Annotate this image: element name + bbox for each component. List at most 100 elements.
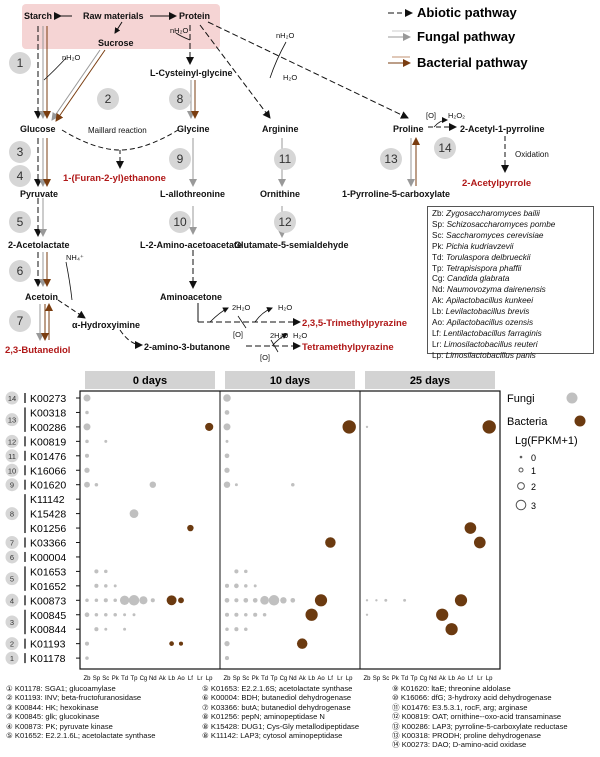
species-Lf: Lf: Lentilactobacillus farraginis	[432, 329, 589, 340]
dot-25-days-Lf-K01256	[464, 522, 477, 534]
species-abbrev: Sc:	[432, 230, 447, 240]
species-name: Limosilactobacillus panis	[445, 350, 536, 360]
x-label-0-Lp: Lp	[206, 676, 213, 682]
x-label-1-Sp: Sp	[233, 676, 241, 682]
step-marker-label-6: 6	[10, 553, 14, 562]
species-name: Candida glabrata	[447, 274, 510, 284]
dot-0-days-Tp-K00845	[132, 613, 136, 617]
x-label-1-Nd: Nd	[289, 676, 297, 682]
step-2-label: 2	[105, 92, 112, 106]
step-12-label: 12	[278, 215, 292, 229]
reagent-nh2o-1: nH₂O	[62, 53, 80, 62]
ko-legend-item: ⑪ K01476: E3.5.3.1, rocF, arg; arginase	[392, 702, 528, 712]
ko-legend-item: ⑨ K01620: ltaE; threonine aldolase	[392, 684, 511, 693]
ko-label-K00273: K00273	[30, 393, 66, 405]
dot-10-days-Sp-K00844	[234, 627, 239, 632]
ko-label-K15428: K15428	[30, 509, 66, 521]
ko-legend-item: ⑬ K00318: PRODH; proline dehydrogenase	[392, 731, 542, 741]
compound-acetolactate: 2-Acetolactate	[8, 240, 70, 250]
compound-starch: Starch	[24, 11, 52, 21]
ko-label-K00318: K00318	[30, 407, 66, 419]
dot-0-days-Tp-K15428	[129, 509, 139, 518]
x-label-0-Lb: Lb	[168, 676, 175, 682]
x-label-0-Tp: Tp	[130, 676, 138, 682]
dot-0-days-Lp-K00286	[205, 422, 214, 431]
dot-0-days-Ao-K00873	[178, 597, 184, 604]
step-10: 10	[169, 211, 191, 233]
compound-glutamate-semialdehyde: Glutamate-5-semialdehyde	[234, 240, 349, 250]
x-label-2-Lr: Lr	[477, 676, 482, 682]
dot-0-days-Zb-K00273	[83, 394, 91, 402]
dot-10-days-Zb-K00273	[223, 394, 231, 402]
dot-0-days-Sc-K01652	[104, 584, 108, 588]
dot-0-days-Zb-K00286	[83, 423, 91, 431]
step-marker-6	[5, 550, 19, 564]
dot-0-days-Ao-K01193	[178, 641, 184, 646]
product-butanediol: 2,3-Butanediol	[5, 345, 70, 356]
dot-10-days-Zb-K00286	[223, 423, 231, 431]
legend-bacteria-label: Bacteria	[507, 416, 548, 428]
step-marker-14	[5, 391, 19, 405]
compound-hydroxyimine: α-Hydroxyimine	[72, 320, 140, 330]
x-label-0-Cg: Cg	[140, 676, 148, 682]
step-14-label: 14	[438, 141, 452, 155]
compound-raw-materials: Raw materials	[83, 11, 144, 21]
ko-label-K00819: K00819	[30, 436, 66, 448]
product-acetylpyrrole: 2-Acetylpyrrole	[462, 178, 531, 189]
x-label-2-Td: Td	[401, 676, 408, 682]
step-marker-label-10: 10	[8, 466, 16, 475]
step-9-label: 9	[177, 152, 184, 166]
reagent-o-1: [O]	[426, 111, 436, 120]
compound-labels: Starch Raw materials Protein Sucrose L-C…	[8, 11, 545, 352]
x-label-1-Lr: Lr	[337, 676, 342, 682]
species-abbrev: Td:	[432, 252, 447, 262]
step-marker-9	[5, 478, 19, 492]
dot-0-days-Sc-K00844	[104, 627, 108, 631]
species-abbrev: Nd:	[432, 285, 448, 295]
x-label-2-Nd: Nd	[429, 676, 437, 682]
dot-10-days-Ak-K01193	[296, 638, 308, 649]
dot-10-days-Zb-K00845	[224, 612, 230, 617]
compound-protein: Protein	[179, 11, 210, 21]
ko-label-K11142: K11142	[30, 494, 65, 506]
step-marker-label-1: 1	[10, 654, 14, 663]
x-label-2-Lp: Lp	[486, 676, 493, 682]
legend-size-1	[518, 467, 524, 473]
step-5: 5	[9, 211, 31, 233]
species-Lp: Lp: Limosilactobacillus panis	[432, 351, 589, 362]
species-Zb: Zb: Zygosaccharomyces bailii	[432, 209, 589, 220]
ko-legend-col-2: ⑤ K01653: E2.2.1.6S; acetolactate syntha…	[202, 684, 359, 740]
dot-0-days-Sc-K01653	[104, 569, 108, 574]
species-abbrev: Tp:	[432, 263, 447, 273]
ko-label-K00873: K00873	[30, 595, 66, 607]
dot-0-days-Sp-K01652	[94, 583, 99, 588]
dot-0-days-Sp-K01653	[94, 569, 99, 574]
dot-10-days-Td-K00845	[262, 612, 267, 617]
dot-25-days-Lb-K00844	[445, 623, 458, 636]
compound-cysteinylglycine: L-Cysteinyl-glycine	[150, 68, 233, 78]
step-marker-11	[5, 449, 19, 463]
species-name: Schizosaccharomyces pombe	[446, 219, 556, 229]
ko-label-K16066: K16066	[30, 465, 66, 477]
species-Td: Td: Torulaspora delbrueckii	[432, 253, 589, 264]
panel-header-bg-1	[225, 371, 355, 389]
reagent-o-2: [O]	[233, 330, 243, 339]
dot-0-days-Zb-K01476	[84, 453, 90, 458]
dot-10-days-Sp-K01653	[234, 569, 239, 574]
panel-header-1: 10 days	[270, 375, 310, 387]
dot-10-days-Sp-K01652	[234, 583, 239, 589]
compound-acetoin: Acetoin	[25, 292, 58, 302]
dot-10-days-Pk-K00845	[253, 612, 258, 617]
dot-25-days-Zb-K00845	[365, 613, 369, 616]
compound-sucrose: Sucrose	[98, 38, 134, 48]
species-name: Tetrapisispora phaffii	[446, 263, 522, 273]
step-marker-label-5: 5	[10, 575, 14, 584]
x-label-0-Lr: Lr	[197, 676, 202, 682]
compound-allothreonine: L-allothreonine	[160, 189, 225, 199]
compound-pyruvate: Pyruvate	[20, 189, 58, 199]
legend-size-2	[517, 482, 525, 490]
dot-0-days-Zb-K00873	[85, 598, 89, 603]
data-dots	[83, 394, 496, 661]
x-label-2-Lb: Lb	[448, 676, 455, 682]
